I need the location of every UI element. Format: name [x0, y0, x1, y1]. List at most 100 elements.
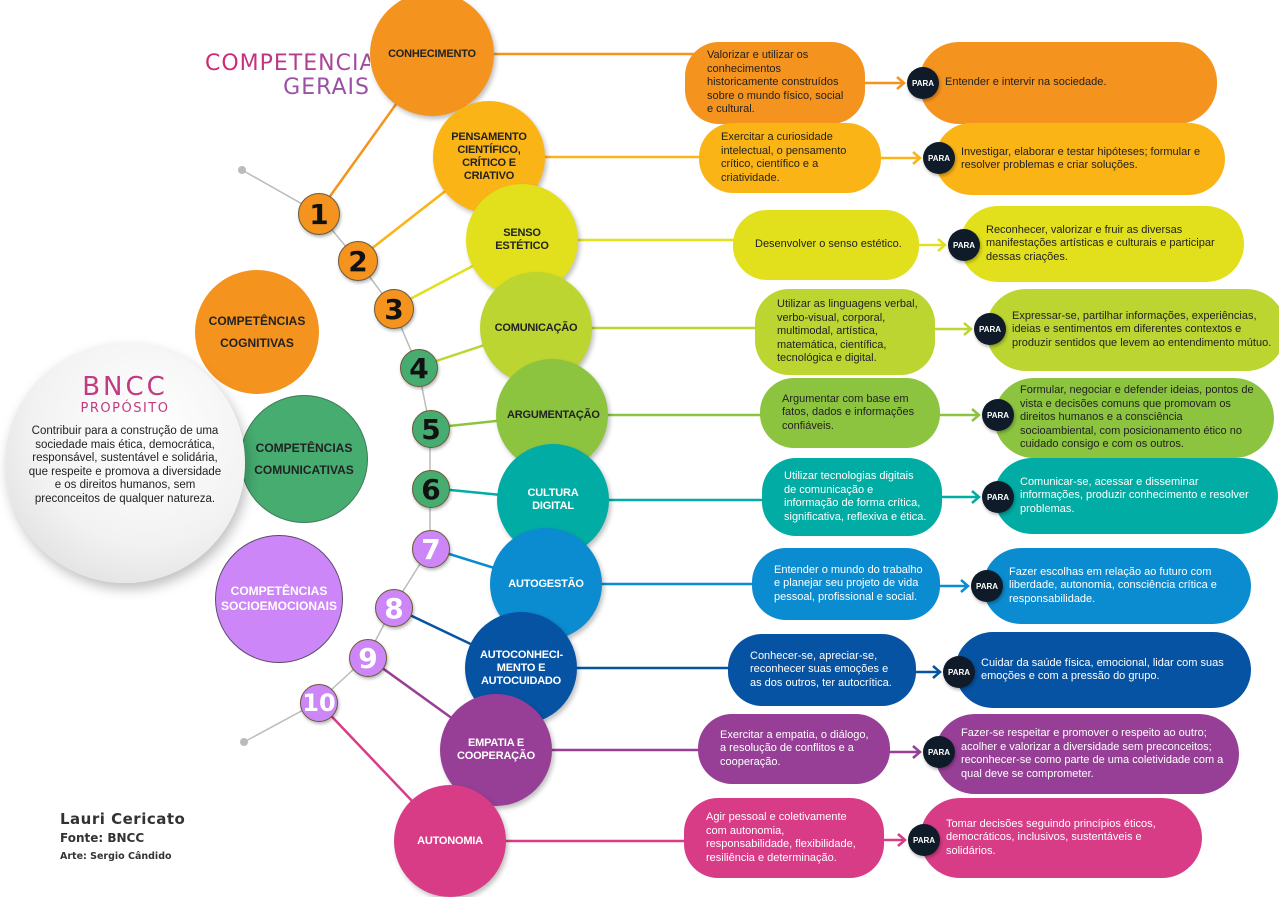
competency-number: 10: [300, 684, 338, 722]
purpose-text: Expressar-se, partilhar informações, exp…: [1012, 309, 1272, 349]
credit-art: Arte: Sergio Cândido: [60, 851, 172, 862]
credit-source: Fonte: BNCC: [60, 831, 145, 845]
arrow-icon: [912, 745, 922, 759]
arrow-icon: [960, 579, 970, 593]
competency-number: 6: [412, 470, 450, 508]
purpose-text: Entender e intervir na sociedade.: [945, 76, 1107, 89]
purpose-pill: Comunicar-se, acessar e disseminar infor…: [994, 458, 1278, 534]
action-text: Argumentar com base em fatos, dados e in…: [782, 392, 915, 432]
competency-circle: CONHECIMENTO: [370, 0, 494, 116]
arrow-icon: [963, 322, 973, 336]
purpose-text: Fazer escolhas em relação ao futuro com …: [1009, 565, 1217, 605]
title-line-2: GERAIS: [283, 75, 370, 100]
purpose-pill: Expressar-se, partilhar informações, exp…: [986, 289, 1279, 371]
action-pill: Valorizar e utilizar os conhecimentos hi…: [685, 42, 865, 124]
action-pill: Entender o mundo do trabalho e planejar …: [752, 548, 940, 620]
action-text: Valorizar e utilizar os conhecimentos hi…: [707, 49, 844, 116]
title-line-1: COMPETÊNCIAS: [205, 51, 391, 76]
action-pill: Utilizar as linguagens verbal, verbo-vis…: [755, 289, 935, 375]
group-cognitivas: COMPETÊNCIAS COGNITIVAS: [195, 270, 319, 394]
arrow-icon: [971, 490, 981, 504]
competency-name: AUTOGESTÃO: [508, 577, 584, 590]
purpose-pill: Entender e intervir na sociedade.: [919, 42, 1217, 124]
competency-circle: AUTONOMIA: [394, 785, 506, 897]
para-badge: PARA: [907, 67, 939, 99]
para-badge: PARA: [982, 481, 1014, 513]
action-text: Conhecer-se, apreciar-se, reconhecer sua…: [750, 649, 892, 689]
action-text: Exercitar a empatia, o diálogo, a resolu…: [720, 728, 869, 768]
para-badge: PARA: [923, 142, 955, 174]
action-text: Desenvolver o senso estético.: [755, 238, 902, 251]
credit-author: Lauri Cericato: [60, 810, 186, 828]
competency-name: SENSO ESTÉTICO: [495, 227, 549, 252]
arrow-icon: [897, 833, 907, 847]
competency-name: PENSAMENTO CIENTÍFICO, CRÍTICO E CRIATIV…: [451, 131, 527, 182]
purpose-text: Formular, negociar e defender ideias, po…: [1020, 384, 1254, 451]
competency-name: COMUNICAÇÃO: [494, 321, 578, 334]
competency-number: 8: [375, 589, 413, 627]
page-title: COMPETÊNCIAS GERAIS: [205, 51, 391, 100]
arrow-icon: [932, 665, 942, 679]
para-badge: PARA: [943, 656, 975, 688]
bncc-subheading: PROPÓSITO: [80, 401, 170, 416]
action-pill: Utilizar tecnologias digitais de comunic…: [762, 458, 942, 536]
competency-number: 7: [412, 530, 450, 568]
group-label: COMPETÊNCIAS COMUNICATIVAS: [254, 441, 354, 477]
para-badge: PARA: [908, 824, 940, 856]
competency-name: AUTOCONHECI-MENTO E AUTOCUIDADO: [480, 648, 563, 687]
bncc-purpose-circle: BNCC PROPÓSITO Contribuir para a constru…: [5, 343, 245, 583]
action-pill: Exercitar a empatia, o diálogo, a resolu…: [698, 714, 890, 784]
group-comunicativas: COMPETÊNCIAS COMUNICATIVAS: [240, 395, 368, 523]
purpose-text: Reconhecer, valorizar e fruir as diversa…: [986, 223, 1215, 263]
action-pill: Conhecer-se, apreciar-se, reconhecer sua…: [728, 634, 916, 706]
competency-number: 1: [298, 193, 340, 235]
action-text: Entender o mundo do trabalho e planejar …: [774, 563, 923, 603]
competency-number: 5: [412, 410, 450, 448]
bncc-heading: BNCC: [82, 372, 168, 402]
bncc-text: Contribuir para a construção de uma soci…: [28, 425, 222, 505]
purpose-pill: Fazer-se respeitar e promover o respeito…: [935, 714, 1239, 794]
action-pill: Desenvolver o senso estético.: [733, 210, 919, 280]
purpose-pill: Fazer escolhas em relação ao futuro com …: [983, 548, 1251, 624]
action-text: Utilizar as linguagens verbal, verbo-vis…: [777, 298, 918, 365]
group-label: COMPETÊNCIAS COGNITIVAS: [208, 314, 306, 350]
arrow-icon: [912, 151, 922, 165]
purpose-text: Tomar decisões seguindo princípios ético…: [946, 817, 1156, 857]
purpose-text: Fazer-se respeitar e promover o respeito…: [961, 727, 1224, 780]
para-badge: PARA: [923, 736, 955, 768]
competency-number: 9: [349, 639, 387, 677]
para-badge: PARA: [982, 399, 1014, 431]
credits: Lauri Cericato Fonte: BNCC Arte: Sergio …: [60, 810, 185, 862]
spine-end-dot: [238, 166, 246, 174]
purpose-text: Cuidar da saúde física, emocional, lidar…: [981, 656, 1224, 683]
competency-number: 4: [400, 349, 438, 387]
purpose-pill: Investigar, elaborar e testar hipóteses;…: [935, 123, 1225, 195]
group-socioemocionais: COMPETÊNCIAS SOCIOEMOCIONAIS: [215, 535, 343, 663]
competency-name: EMPATIA E COOPERAÇÃO: [456, 737, 536, 762]
competency-name: CONHECIMENTO: [388, 47, 476, 60]
competency-name: ARGUMENTAÇÃO: [507, 408, 600, 421]
action-pill: Exercitar a curiosidade intelectual, o p…: [699, 123, 881, 193]
action-pill: Agir pessoal e coletivamente com autonom…: [684, 798, 884, 878]
para-badge: PARA: [948, 229, 980, 261]
purpose-text: Comunicar-se, acessar e disseminar infor…: [1020, 475, 1249, 515]
purpose-pill: Reconhecer, valorizar e fruir as diversa…: [960, 206, 1244, 282]
action-text: Agir pessoal e coletivamente com autonom…: [706, 811, 856, 864]
arrow-icon: [896, 76, 906, 90]
group-label: COMPETÊNCIAS SOCIOEMOCIONAIS: [220, 584, 337, 613]
competency-number: 3: [374, 289, 414, 329]
spine-end-dot: [240, 738, 248, 746]
competency-name: CULTURA DIGITAL: [527, 487, 579, 512]
competency-number: 2: [338, 241, 378, 281]
purpose-pill: Formular, negociar e defender ideias, po…: [994, 378, 1274, 458]
arrow-icon: [971, 408, 981, 422]
purpose-pill: Tomar decisões seguindo princípios ético…: [920, 798, 1202, 878]
competency-name: AUTONOMIA: [417, 834, 483, 847]
para-badge: PARA: [974, 313, 1006, 345]
purpose-pill: Cuidar da saúde física, emocional, lidar…: [955, 632, 1251, 708]
action-text: Utilizar tecnologias digitais de comunic…: [784, 470, 927, 523]
purpose-text: Investigar, elaborar e testar hipóteses;…: [961, 145, 1201, 172]
arrow-icon: [937, 238, 947, 252]
para-badge: PARA: [971, 570, 1003, 602]
action-pill: Argumentar com base em fatos, dados e in…: [760, 378, 940, 448]
